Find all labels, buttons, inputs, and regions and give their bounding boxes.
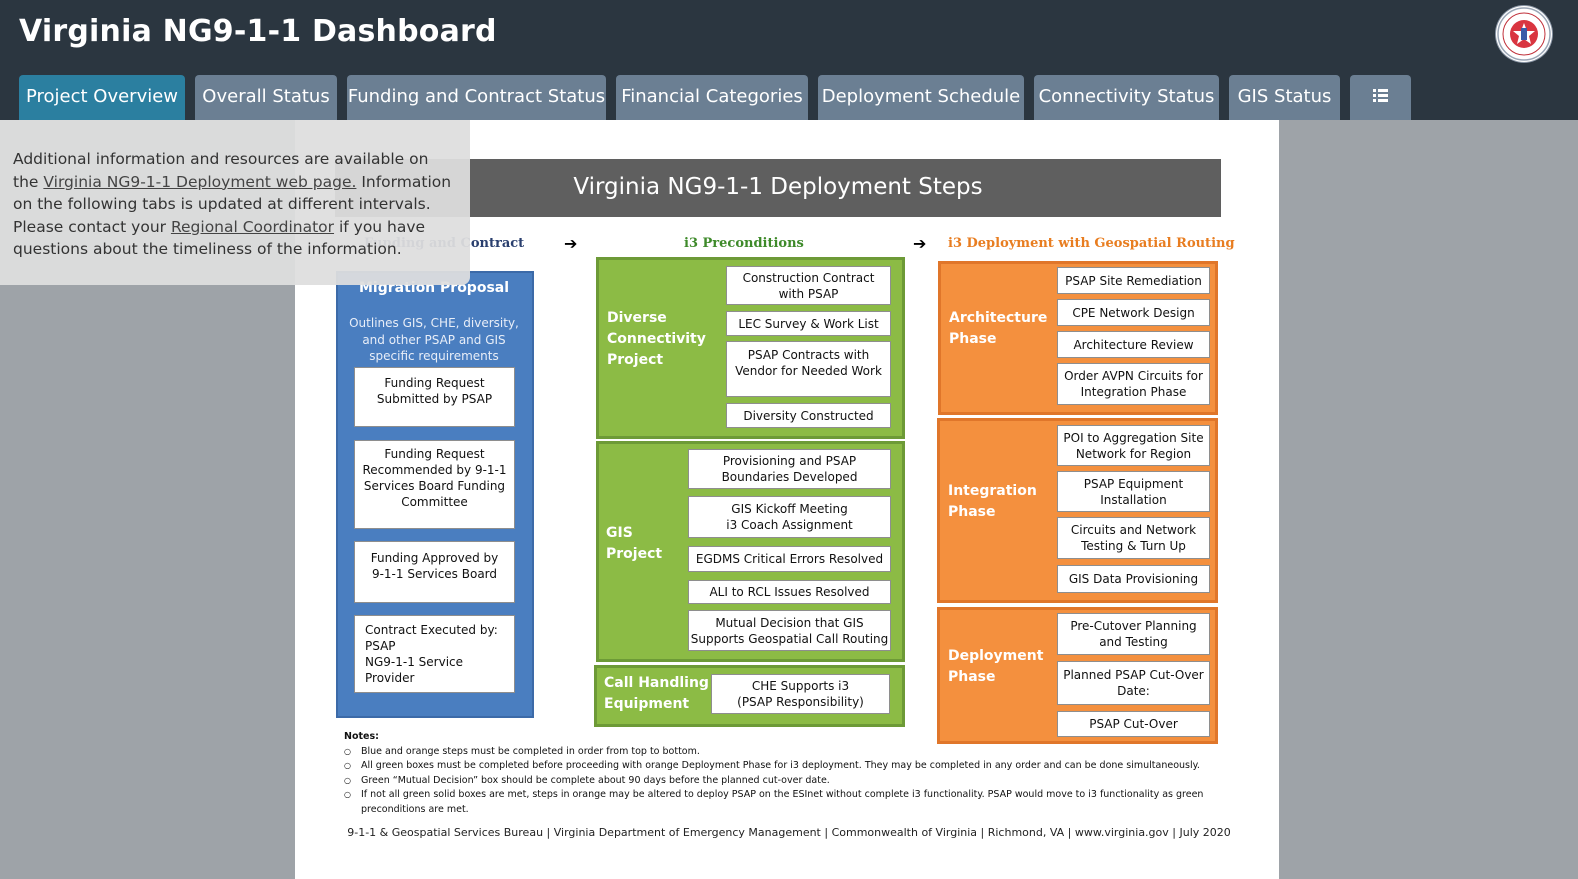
app-title: Virginia NG9-1-1 Dashboard [19, 14, 497, 49]
step-mutual-decision: Mutual Decision that GIS Supports Geospa… [688, 610, 891, 651]
deployment-web-page-link[interactable]: Virginia NG9-1-1 Deployment web page. [43, 172, 357, 191]
step-funding-request-recommended: Funding Request Recommended by 9-1-1 Ser… [354, 440, 515, 529]
migration-proposal-desc: Outlines GIS, CHE, diversity, and other … [349, 316, 519, 363]
tab-project-overview[interactable]: Project Overview [19, 75, 185, 120]
step-psap-contracts-vendor: PSAP Contracts with Vendor for Needed Wo… [726, 341, 891, 397]
tab-financial-categories[interactable]: Financial Categories [616, 75, 808, 120]
architecture-phase-label: Architecture Phase [949, 310, 1048, 347]
gis-project-label: GIS Project [606, 525, 663, 562]
tab-funding-contract-status[interactable]: Funding and Contract Status [347, 75, 606, 120]
diagram-title: Virginia NG9-1-1 Deployment Steps [573, 174, 983, 200]
diagram-notes: Notes: Blue and orange steps must be com… [344, 730, 1224, 817]
step-che-supports-i3: CHE Supports i3 (PSAP Responsibility) [711, 674, 890, 714]
tab-more-menu[interactable] [1350, 75, 1411, 120]
note-item: Blue and orange steps must be completed … [344, 745, 1224, 760]
note-item: All green boxes must be completed before… [344, 759, 1224, 774]
app-header: Virginia NG9-1-1 Dashboard Project Overv… [0, 0, 1578, 120]
step-diversity-constructed: Diversity Constructed [726, 403, 891, 428]
info-text-1: Additional information and resources are… [13, 150, 429, 191]
step-egdms-errors: EGDMS Critical Errors Resolved [688, 546, 891, 572]
step-construction-contract: Construction Contract with PSAP [726, 266, 891, 305]
arrow-icon: ➔ [913, 234, 927, 253]
arrow-icon: ➔ [564, 234, 578, 253]
step-cpe-network-design: CPE Network Design [1057, 299, 1210, 326]
vdem-seal-logo [1496, 6, 1552, 62]
diagram-footer: 9-1-1 & Geospatial Services Bureau | Vir… [347, 826, 1231, 839]
step-poi-aggregation: POI to Aggregation Site Network for Regi… [1057, 425, 1210, 466]
note-item: Green “Mutual Decision” box should be co… [344, 774, 1224, 789]
tab-connectivity-status[interactable]: Connectivity Status [1034, 75, 1219, 120]
info-text-2: Information on the following tabs is upd… [13, 172, 452, 236]
tab-gis-status[interactable]: GIS Status [1229, 75, 1340, 120]
step-psap-equipment: PSAP Equipment Installation [1057, 471, 1210, 512]
step-psap-cutover: PSAP Cut-Over [1057, 711, 1210, 737]
step-gis-kickoff: GIS Kickoff Meeting i3 Coach Assignment [688, 496, 891, 538]
step-ali-rcl: ALI to RCL Issues Resolved [688, 580, 891, 604]
step-contract-executed: Contract Executed by: PSAP NG9-1-1 Servi… [354, 615, 515, 693]
step-order-avpn: Order AVPN Circuits for Integration Phas… [1057, 363, 1210, 405]
integration-phase-label: Integration Phase [948, 483, 1037, 520]
diverse-connectivity-label: Diverse Connectivity Project [607, 310, 706, 368]
step-planned-cutover-date: Planned PSAP Cut-Over Date: [1057, 661, 1210, 705]
step-lec-survey: LEC Survey & Work List [726, 311, 891, 336]
step-architecture-review: Architecture Review [1057, 331, 1210, 358]
notes-title: Notes: [344, 731, 379, 742]
info-text: Additional information and resources are… [13, 148, 458, 261]
step-circuits-testing: Circuits and Network Testing & Turn Up [1057, 517, 1210, 559]
step-pre-cutover: Pre-Cutover Planning and Testing [1057, 613, 1210, 655]
step-funding-approved: Funding Approved by 9-1-1 Services Board [354, 541, 515, 603]
info-text-3: if you have questions about the timeline… [13, 217, 426, 259]
col-head-deployment: i3 Deployment with Geospatial Routing [948, 236, 1235, 251]
step-psap-site-remediation: PSAP Site Remediation [1057, 267, 1210, 294]
tab-deployment-schedule[interactable]: Deployment Schedule [818, 75, 1024, 120]
step-provisioning-boundaries: Provisioning and PSAP Boundaries Develop… [688, 449, 891, 489]
info-panel: Additional information and resources are… [0, 120, 470, 285]
diagram-title-banner: Virginia NG9-1-1 Deployment Steps [335, 159, 1221, 217]
tab-overall-status[interactable]: Overall Status [195, 75, 337, 120]
step-funding-request-submitted: Funding Request Submitted by PSAP [354, 367, 515, 427]
deployment-phase-label: Deployment Phase [948, 648, 1044, 685]
step-gis-data-provisioning: GIS Data Provisioning [1057, 565, 1210, 593]
note-item: If not all green solid boxes are met, st… [344, 788, 1224, 817]
col-head-preconditions: i3 Preconditions [684, 236, 804, 251]
list-menu-icon [1373, 89, 1388, 102]
regional-coordinator-link[interactable]: Regional Coordinator [170, 217, 335, 236]
call-handling-label: Call Handling Equipment [604, 675, 709, 712]
